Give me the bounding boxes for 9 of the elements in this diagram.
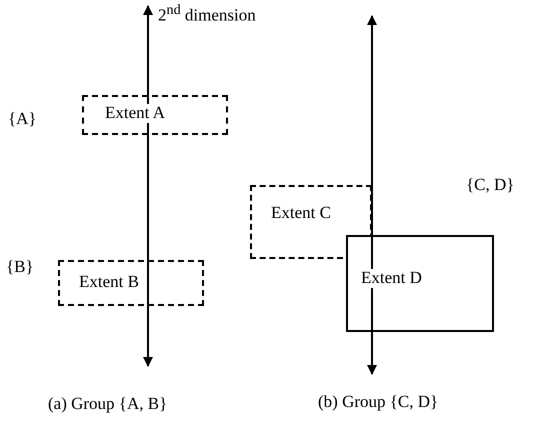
axis-label: 2$^{nd}$ dimension [158,3,256,26]
caption: (a) Group {A, B} [48,395,168,414]
set-label: {A} [8,110,37,129]
set-label: {B} [6,258,34,277]
extent-box [346,235,494,332]
set-label: {C, D} [466,176,514,195]
extent-label: Extent D [360,269,423,288]
extent-label: Extent A [104,104,166,123]
caption: (b) Group {C, D} [318,393,438,412]
